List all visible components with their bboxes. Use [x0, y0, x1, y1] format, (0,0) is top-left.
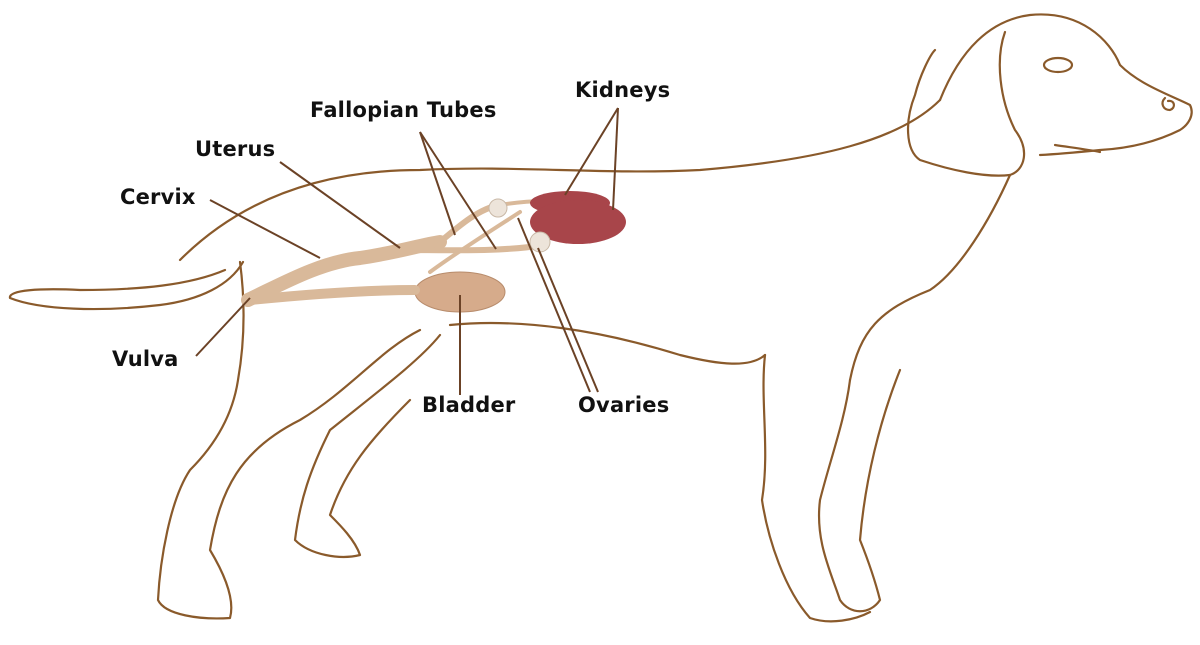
fallopian-tube-lower	[428, 210, 522, 274]
label-vulva: Vulva	[112, 347, 179, 371]
leader-lines	[195, 107, 619, 395]
label-fallopian-tubes: Fallopian Tubes	[310, 98, 497, 122]
label-cervix: Cervix	[120, 185, 196, 209]
ovary-lower	[529, 231, 551, 253]
label-ovaries: Ovaries	[578, 393, 670, 417]
uterus	[241, 235, 447, 307]
kidney-right	[530, 200, 626, 244]
ovary-upper	[488, 198, 508, 218]
organs	[241, 191, 626, 313]
dog-outline	[8, 13, 1193, 623]
label-kidneys: Kidneys	[575, 78, 671, 102]
label-bladder: Bladder	[422, 393, 516, 417]
label-uterus: Uterus	[195, 137, 276, 161]
